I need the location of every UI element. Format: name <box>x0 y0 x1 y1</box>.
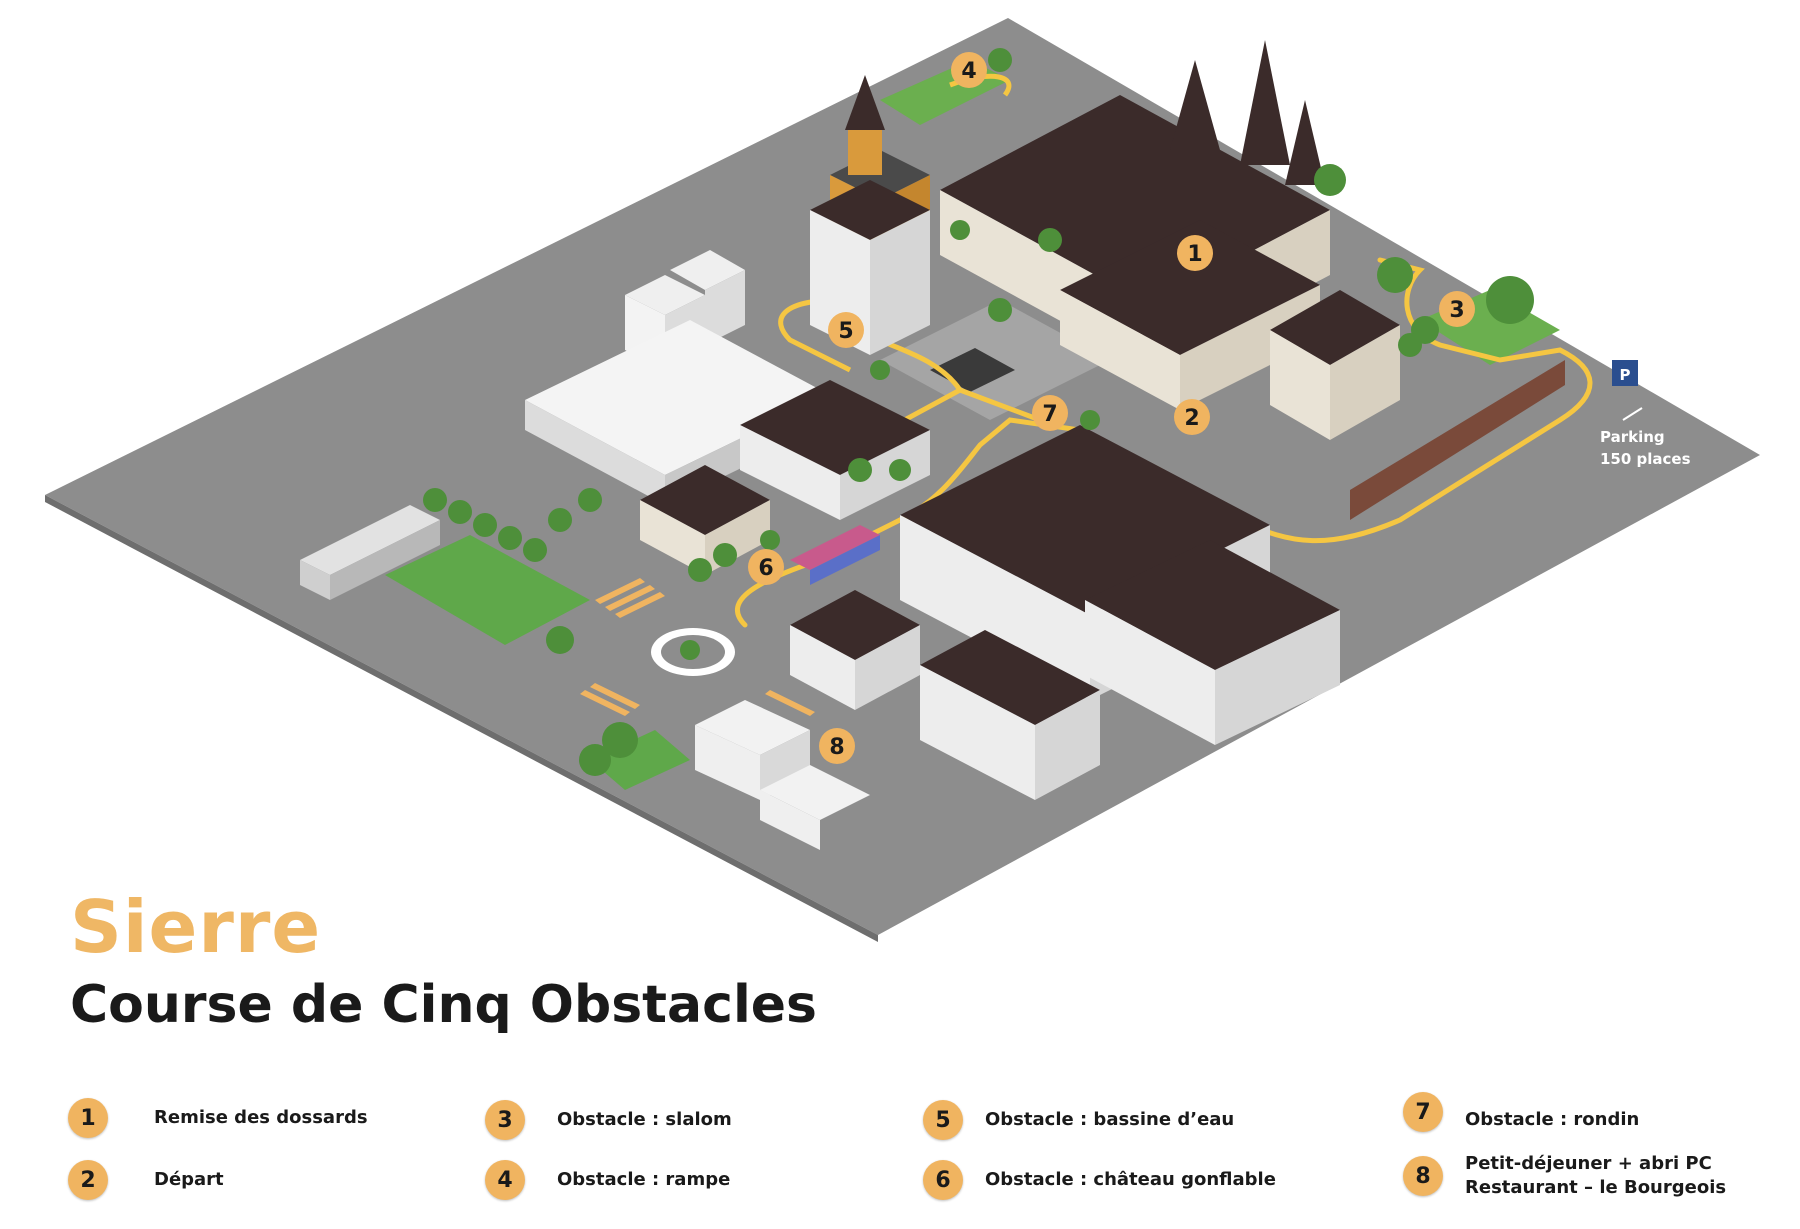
south-block-d <box>920 630 1100 800</box>
parking-label: Parking <box>1600 428 1665 446</box>
central-building <box>1060 220 1320 410</box>
legend-badge: 2 <box>68 1160 108 1200</box>
legend-item-5: 5 Obstacle : bassine d’eau <box>923 1100 1234 1140</box>
east-wing <box>1270 290 1400 440</box>
legend-label: Obstacle : château gonflable <box>985 1169 1276 1190</box>
legend-badge: 8 <box>1403 1156 1443 1196</box>
legend-label: Obstacle : rampe <box>557 1169 731 1190</box>
legend-label: Obstacle : bassine d’eau <box>985 1109 1235 1130</box>
parking-sign: P Parking 150 places <box>1600 360 1691 468</box>
marker-2: 2 <box>1174 399 1210 435</box>
svg-text:5: 5 <box>838 319 853 344</box>
legend-item-7: 7 Obstacle : rondin <box>1403 1092 1639 1132</box>
svg-text:8: 8 <box>829 735 844 760</box>
legend-badge: 6 <box>923 1160 963 1200</box>
city-title: Sierre <box>70 885 322 969</box>
svg-text:1: 1 <box>1187 242 1202 267</box>
marker-7: 7 <box>1032 395 1068 431</box>
marker-1: 1 <box>1177 235 1213 271</box>
svg-text:4: 4 <box>961 59 976 84</box>
svg-text:2: 2 <box>1184 406 1199 431</box>
svg-text:6: 6 <box>758 556 773 581</box>
south-block-b <box>1085 540 1340 745</box>
legend-label-line-1: Petit-déjeuner + abri PC <box>1465 1153 1712 1174</box>
south-block-c <box>790 590 920 710</box>
svg-text:3: 3 <box>1449 298 1464 323</box>
legend-label-multi: Petit-déjeuner + abri PC Restaurant – le… <box>1465 1152 1726 1200</box>
parking-arrow-icon <box>1622 407 1643 421</box>
legend-badge: 5 <box>923 1100 963 1140</box>
map-markers: 1 2 3 4 5 6 7 8 <box>748 52 1475 764</box>
event-title: Course de Cinq Obstacles <box>70 975 817 1035</box>
legend-item-3: 3 Obstacle : slalom <box>485 1100 732 1140</box>
crosswalks <box>580 578 815 716</box>
legend-label: Obstacle : slalom <box>557 1109 732 1130</box>
lawn-south <box>590 730 690 790</box>
legend-badge: 1 <box>68 1098 108 1138</box>
marker-4: 4 <box>951 52 987 88</box>
legend-label: Obstacle : rondin <box>1465 1109 1640 1130</box>
legend-label-line-2: Restaurant – le Bourgeois <box>1465 1177 1727 1198</box>
legend-item-1: 1 Remise des dossards <box>68 1098 368 1138</box>
marker-8: 8 <box>819 728 855 764</box>
parking-icon-letter: P <box>1620 366 1631 384</box>
marker-5: 5 <box>828 312 864 348</box>
parking-capacity: 150 places <box>1600 450 1691 468</box>
marker-6: 6 <box>748 549 784 585</box>
lawn-west <box>385 535 590 645</box>
legend-item-2: 2 Départ <box>68 1160 224 1200</box>
campus-map: P Parking 150 places 1 2 3 4 5 6 7 8 <box>45 18 1760 942</box>
legend-item-8: 8 Petit-déjeuner + abri PC Restaurant – … <box>1403 1152 1726 1200</box>
middle-building <box>740 380 930 520</box>
marker-3: 3 <box>1439 291 1475 327</box>
legend-item-4: 4 Obstacle : rampe <box>485 1160 730 1200</box>
west-tower <box>810 180 930 355</box>
inflatable-castle <box>790 525 880 585</box>
restaurant-building <box>695 700 870 850</box>
east-wall <box>1350 360 1565 520</box>
gymnasium <box>300 505 440 600</box>
legend-label: Départ <box>154 1169 224 1190</box>
legend-badge: 3 <box>485 1100 525 1140</box>
legend-item-6: 6 Obstacle : château gonflable <box>923 1160 1276 1200</box>
legend-label: Remise des dossards <box>154 1107 368 1128</box>
small-house <box>640 465 770 575</box>
trees <box>423 48 1534 776</box>
ground-plate-edge <box>45 495 878 942</box>
legend-badge: 7 <box>1403 1092 1443 1132</box>
svg-text:7: 7 <box>1042 402 1057 427</box>
parking-icon <box>1612 360 1638 386</box>
legend-badge: 4 <box>485 1160 525 1200</box>
